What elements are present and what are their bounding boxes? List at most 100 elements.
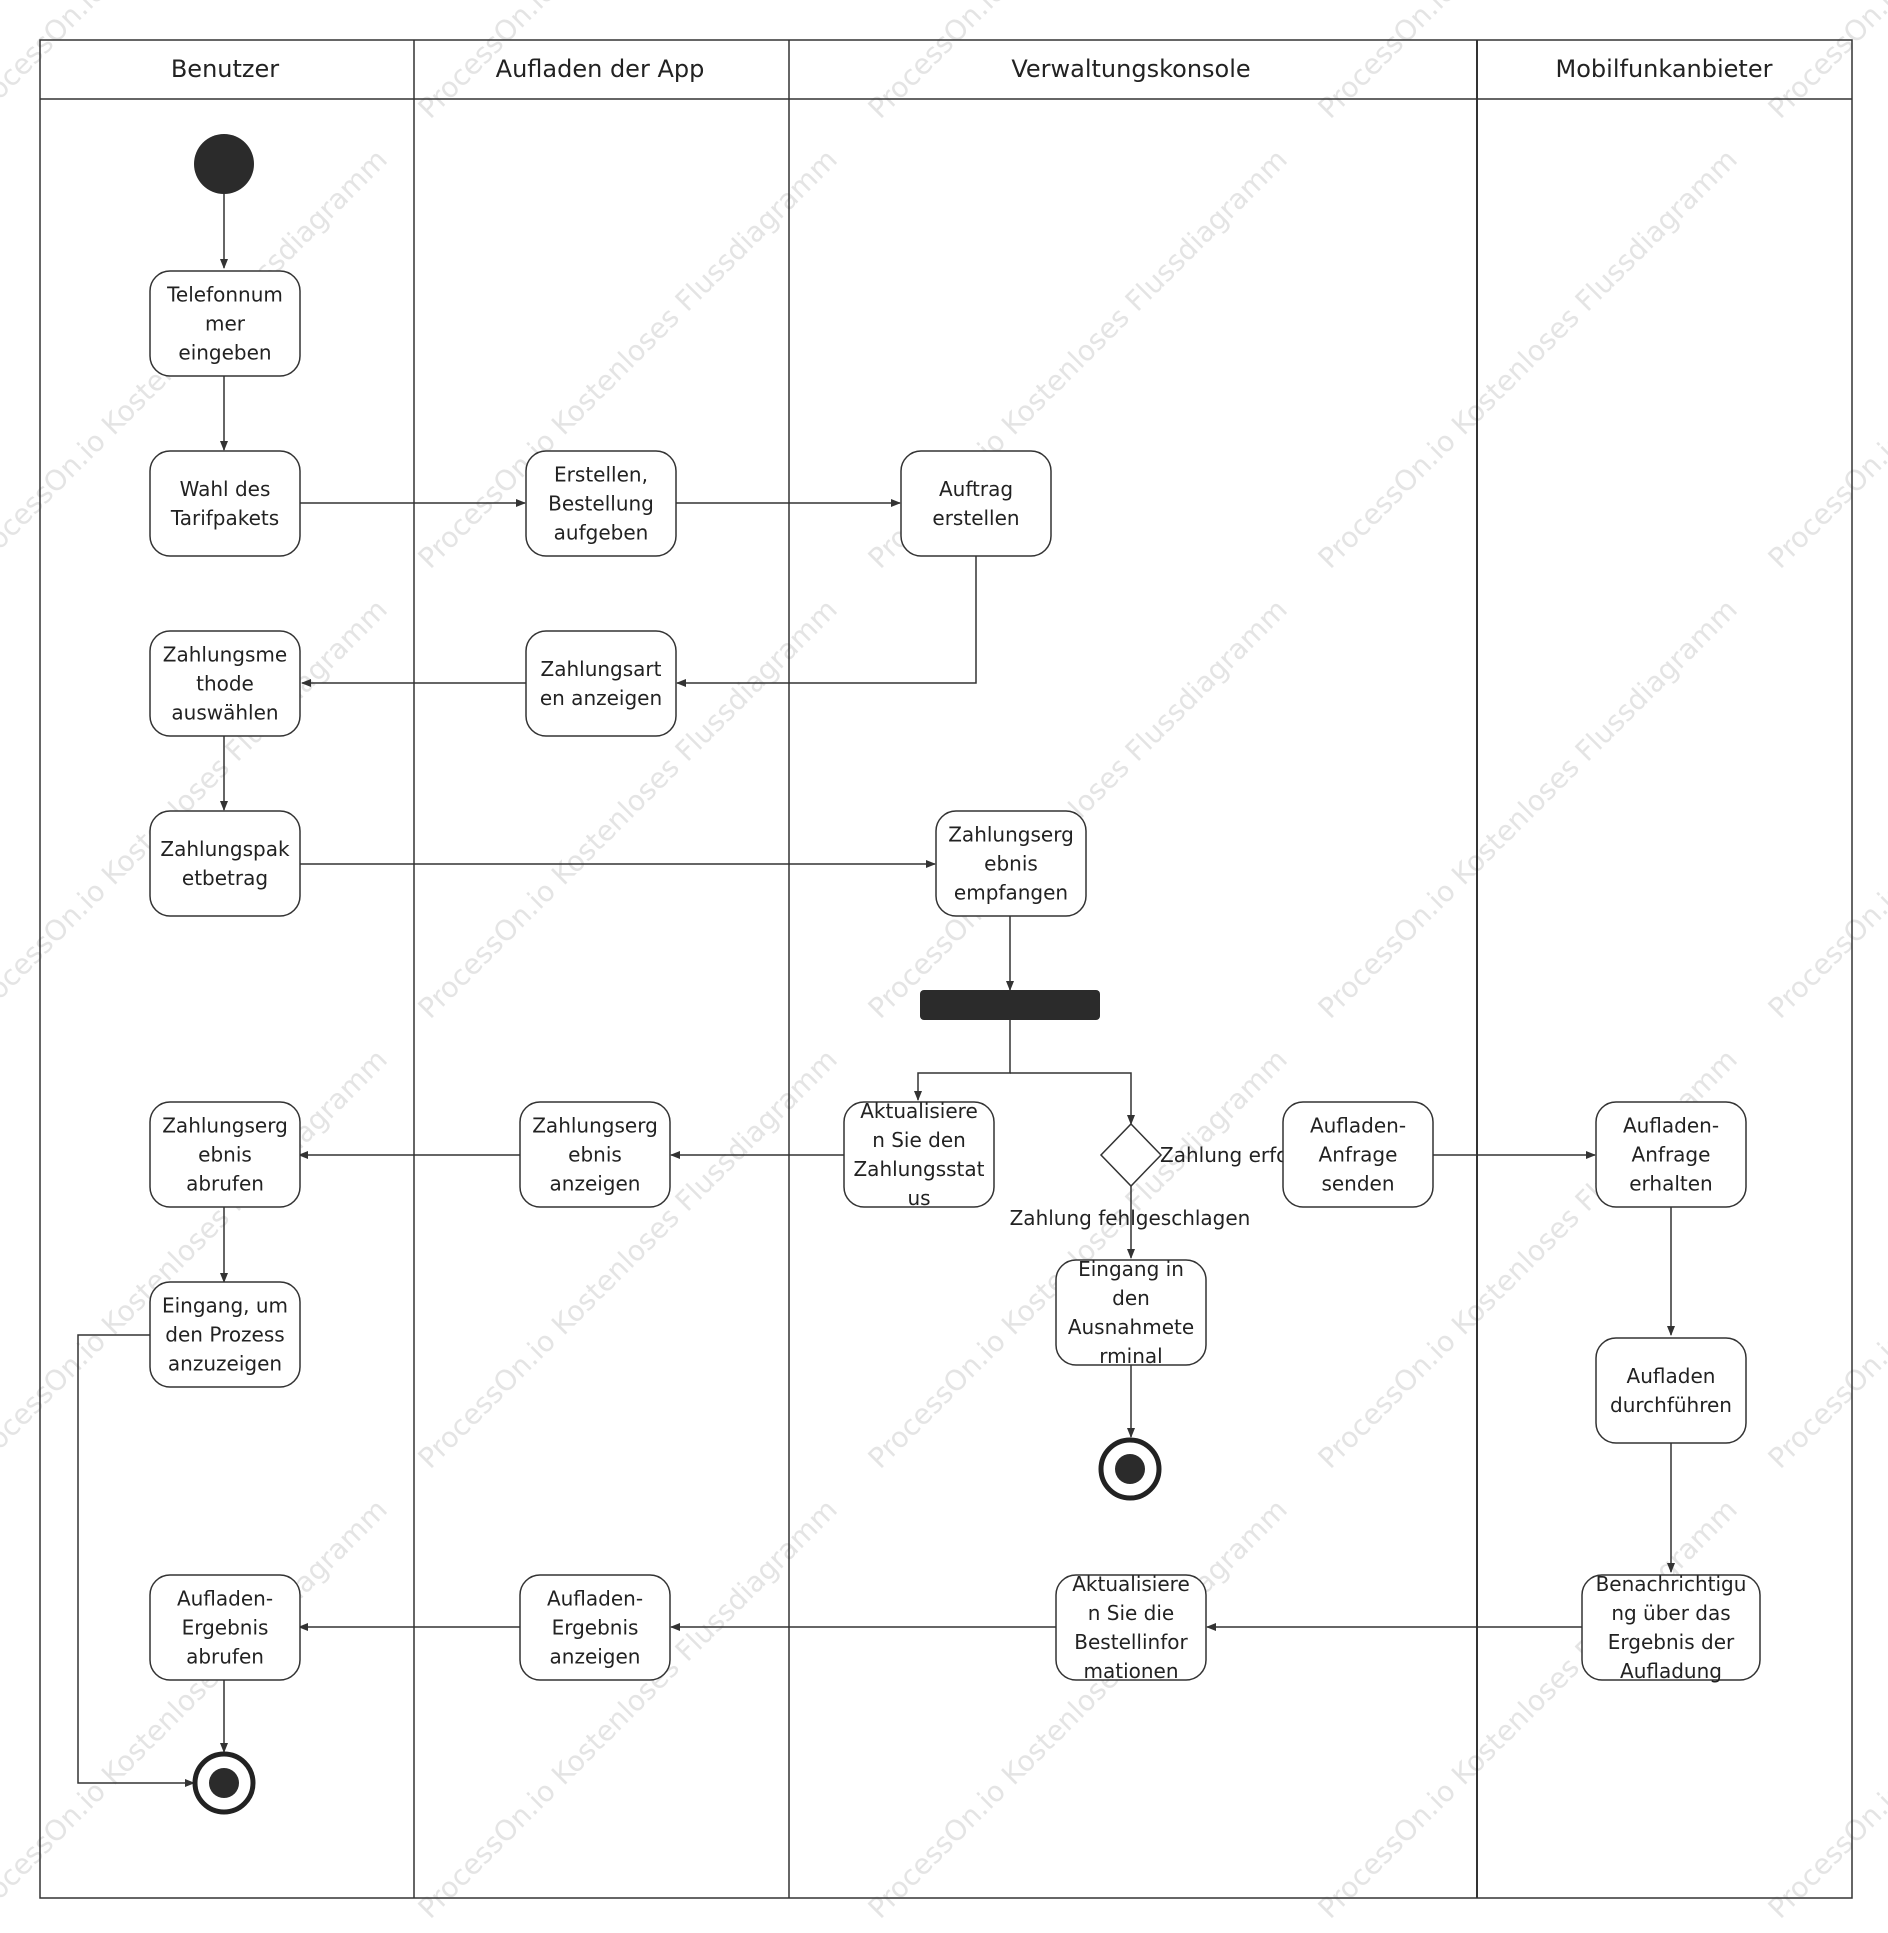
activity-label-line: anzeigen (550, 1172, 641, 1196)
activity-label-line: Bestellinfor (1074, 1630, 1188, 1654)
watermark-text: ProcessOn.io Kostenloses Flussdiagramm (1762, 1043, 1888, 1475)
activity-label-line: den (1112, 1286, 1150, 1310)
activity-pay-amount: Zahlungspak etbetrag (149, 810, 301, 917)
activity-box (149, 1574, 301, 1681)
activity-label-line: empfangen (954, 881, 1068, 905)
activity-label-line: Benachrichtigu (1596, 1572, 1747, 1596)
activity-label-line: Zahlungserg (532, 1114, 658, 1138)
activity-label-line: Eingang, um (162, 1294, 288, 1318)
activity-label-line: Aufladen- (1623, 1114, 1719, 1138)
activity-label-line: erstellen (932, 506, 1019, 530)
activity-label-line: Anfrage (1319, 1143, 1398, 1167)
watermark-text: ProcessOn.io Kostenloses Flussdiagramm (1312, 143, 1744, 575)
activity-receive-request: Aufladen- Anfrage erhalten (1595, 1101, 1747, 1208)
activity-box (1055, 1259, 1207, 1366)
activity-label-line: Aufladen (1627, 1364, 1716, 1388)
activity-label-line: Zahlungsart (541, 657, 662, 681)
activity-label-line: Aktualisiere (860, 1099, 978, 1123)
swimlane-frame (39, 39, 1853, 1899)
activity-label-line: Zahlungserg (948, 823, 1074, 847)
activity-box (149, 450, 301, 557)
activity-label-line: Zahlungsstat (853, 1157, 984, 1181)
edges (77, 194, 1675, 1787)
watermark-text: ProcessOn.io Kostenloses Flussdiagramm (862, 1493, 1294, 1925)
activity-label-line: en anzeigen (540, 686, 662, 710)
activity-label-line: us (907, 1186, 930, 1210)
activity-label-line: abrufen (186, 1645, 264, 1669)
activity-box (1282, 1101, 1434, 1208)
activity-label-line: Ausnahmete (1068, 1315, 1194, 1339)
activity-label-line: Aufladung (1620, 1659, 1722, 1683)
activity-box (149, 630, 301, 737)
activity-label-line: Aufladen- (1310, 1114, 1406, 1138)
activity-box (149, 270, 301, 377)
activity-label-line: den Prozess (165, 1323, 284, 1347)
activity-label-line: ng über das (1611, 1601, 1730, 1625)
watermark-text: ProcessOn.io Kostenloses Flussdiagramm (1312, 1493, 1744, 1925)
activity-label-line: Anfrage (1632, 1143, 1711, 1167)
activity-box (935, 810, 1087, 917)
activity-label-line: Zahlungspak (160, 837, 290, 861)
activity-label-line: Tarifpakets (170, 506, 279, 530)
activity-label-line: Telefonnum (166, 283, 283, 307)
activity-box (519, 1574, 671, 1681)
edge-create-order-to-show-methods (676, 556, 977, 687)
lane-header-verwaltungskonsole: Verwaltungskonsole (1011, 55, 1250, 83)
activity-receive-result: Zahlungserg ebnis empfangen (935, 810, 1087, 917)
activity-label-line: aufgeben (554, 521, 649, 545)
watermark-text: ProcessOn.io Kostenloses Flussdiagramm (1762, 143, 1888, 575)
activity-label-line: ebnis (984, 852, 1038, 876)
watermark-text: ProcessOn.io Kostenloses Flussdiagramm (862, 593, 1294, 1025)
activity-label-line: Bestellung (548, 492, 654, 516)
end-node-benutzer (192, 1751, 256, 1815)
activity-label-line: erhalten (1629, 1172, 1713, 1196)
edge-label-failed: Zahlung fehlgeschlagen (1010, 1206, 1251, 1230)
activity-label-line: anzeigen (550, 1645, 641, 1669)
activity-box (149, 1281, 301, 1388)
activity-box (900, 450, 1052, 557)
activity-label-line: Zahlungsme (163, 643, 287, 667)
decision-node (1099, 1122, 1163, 1188)
activity-label-line: abrufen (186, 1172, 264, 1196)
end-node-exception (1098, 1437, 1162, 1501)
activity-label-line: rminal (1099, 1344, 1162, 1368)
activity-label-line: durchführen (1610, 1393, 1732, 1417)
activity-label-line: Wahl des (180, 477, 271, 501)
edge-label-success: Zahlung erfo (1160, 1143, 1288, 1167)
watermark-text: ProcessOn.io Kostenloses Flussdiagramm (412, 1493, 844, 1925)
activity-label-line: auswählen (171, 701, 278, 725)
watermark-text: ProcessOn.io Kostenloses Flussdiagramm (1762, 593, 1888, 1025)
activity-box (519, 1101, 671, 1208)
watermark-text: ProcessOn.io Kostenloses Flussdiagramm (1762, 1493, 1888, 1925)
activity-label-line: mer (205, 312, 246, 336)
activity-box (525, 630, 677, 737)
activity-label-line: etbetrag (182, 866, 268, 890)
activity-label-line: Aktualisiere (1072, 1572, 1190, 1596)
activity-box (149, 1101, 301, 1208)
activity-label-line: mationen (1083, 1659, 1178, 1683)
activity-create-order: Auftrag erstellen (900, 450, 1052, 557)
lane-header-benutzer: Benutzer (171, 55, 279, 83)
edge-fork-to-decision (1010, 1072, 1135, 1125)
start-node (194, 134, 254, 194)
activity-box (843, 1101, 995, 1208)
activity-label-line: Auftrag (939, 477, 1013, 501)
activity-box (1055, 1574, 1207, 1681)
activity-box (1581, 1574, 1761, 1681)
activity-box (525, 450, 677, 557)
activity-label-line: Ergebnis (552, 1616, 639, 1640)
activity-do-recharge: Aufladen durchführen (1595, 1337, 1747, 1444)
